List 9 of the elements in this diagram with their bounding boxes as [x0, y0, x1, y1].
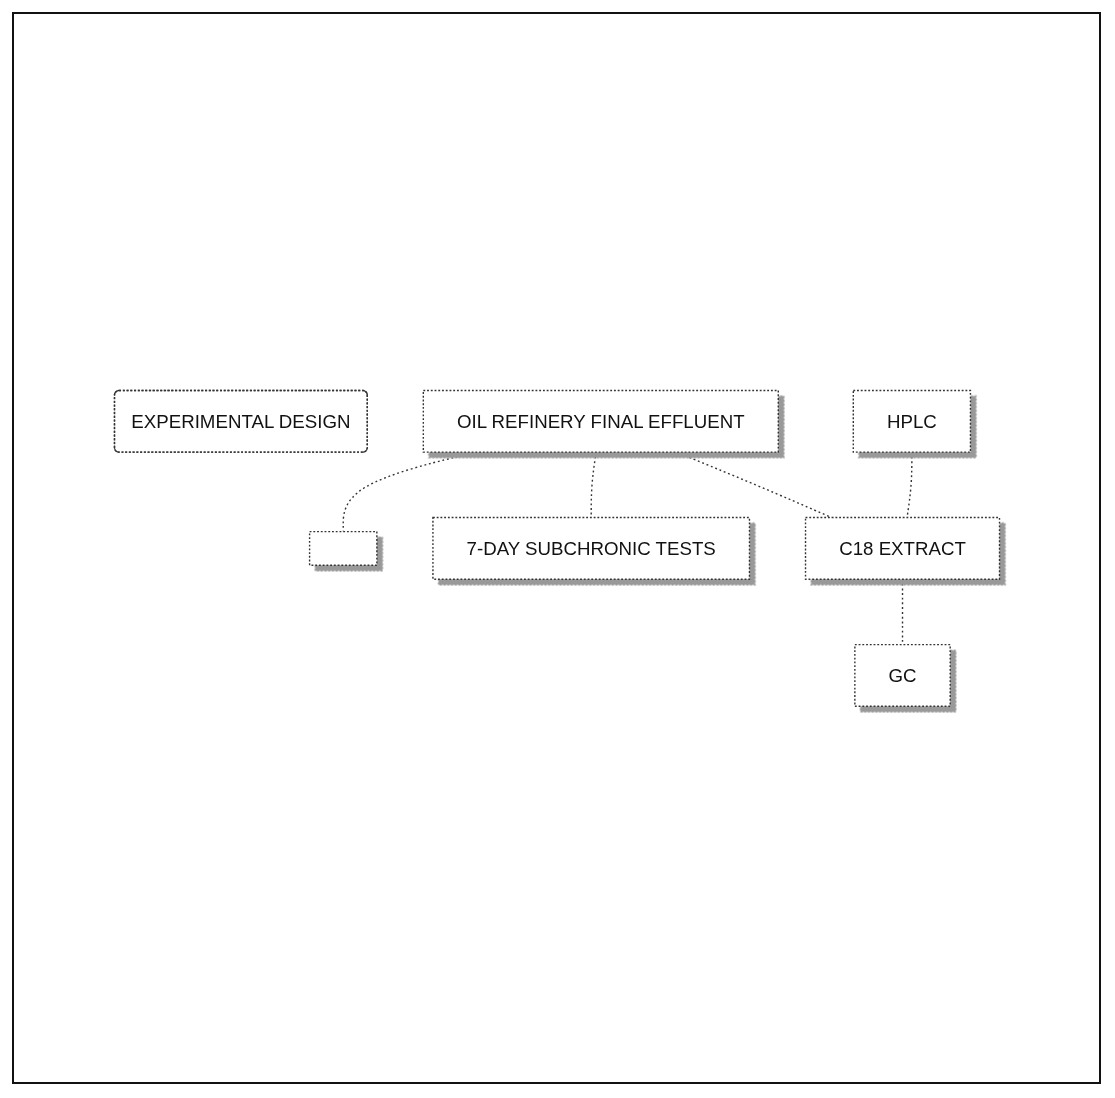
connector	[675, 451, 832, 518]
connector	[905, 451, 913, 518]
node-box	[308, 530, 378, 566]
connector	[901, 578, 903, 645]
node-box: 7-DAY SUBCHRONIC TESTS	[431, 516, 750, 580]
node-box: GC	[853, 643, 951, 707]
node-box: C18 EXTRACT	[804, 516, 1000, 580]
node-box: HPLC	[852, 389, 971, 453]
node-box: OIL REFINERY FINAL EFFLUENT	[422, 389, 779, 453]
